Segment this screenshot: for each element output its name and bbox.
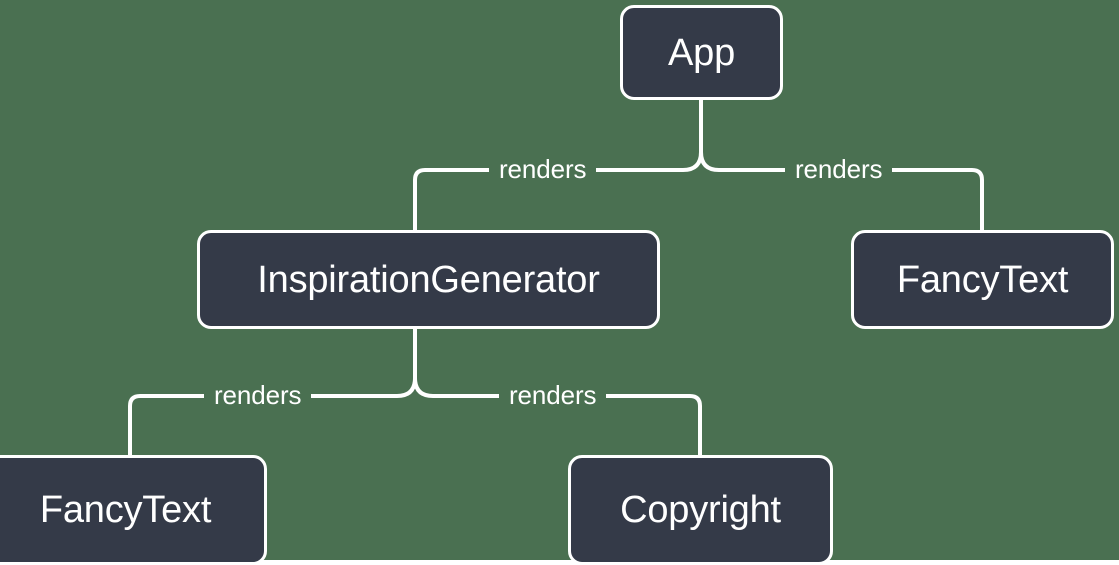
node-app[interactable]: App xyxy=(620,5,783,100)
node-fancytext-bottom-left[interactable]: FancyText xyxy=(0,455,267,565)
edge-label-inspiration-generator-to-copyright: renders xyxy=(499,382,607,408)
node-fancytext-right-label: FancyText xyxy=(896,258,1069,301)
edge-label-inspiration-generator-to-fancytext: renders xyxy=(204,382,312,408)
edge-app-to-fancytext-right xyxy=(699,151,984,230)
node-inspiration-generator[interactable]: InspirationGenerator xyxy=(197,230,660,329)
node-fancytext-bottom-left-label: FancyText xyxy=(39,489,212,531)
node-copyright[interactable]: Copyright xyxy=(568,455,833,565)
edge-inspiration-generator-to-copyright xyxy=(413,377,702,455)
node-app-label: App xyxy=(667,31,735,74)
node-inspiration-generator-label: InspirationGenerator xyxy=(257,258,600,301)
edge-label-app-to-inspiration-generator: renders xyxy=(489,156,597,182)
edge-label-app-to-fancytext-right: renders xyxy=(785,156,893,182)
node-copyright-label: Copyright xyxy=(620,489,781,531)
node-fancytext-right[interactable]: FancyText xyxy=(851,230,1114,329)
edge-inspiration-generator-to-fancytext xyxy=(128,377,417,455)
edge-app-to-inspiration-generator xyxy=(413,151,703,230)
